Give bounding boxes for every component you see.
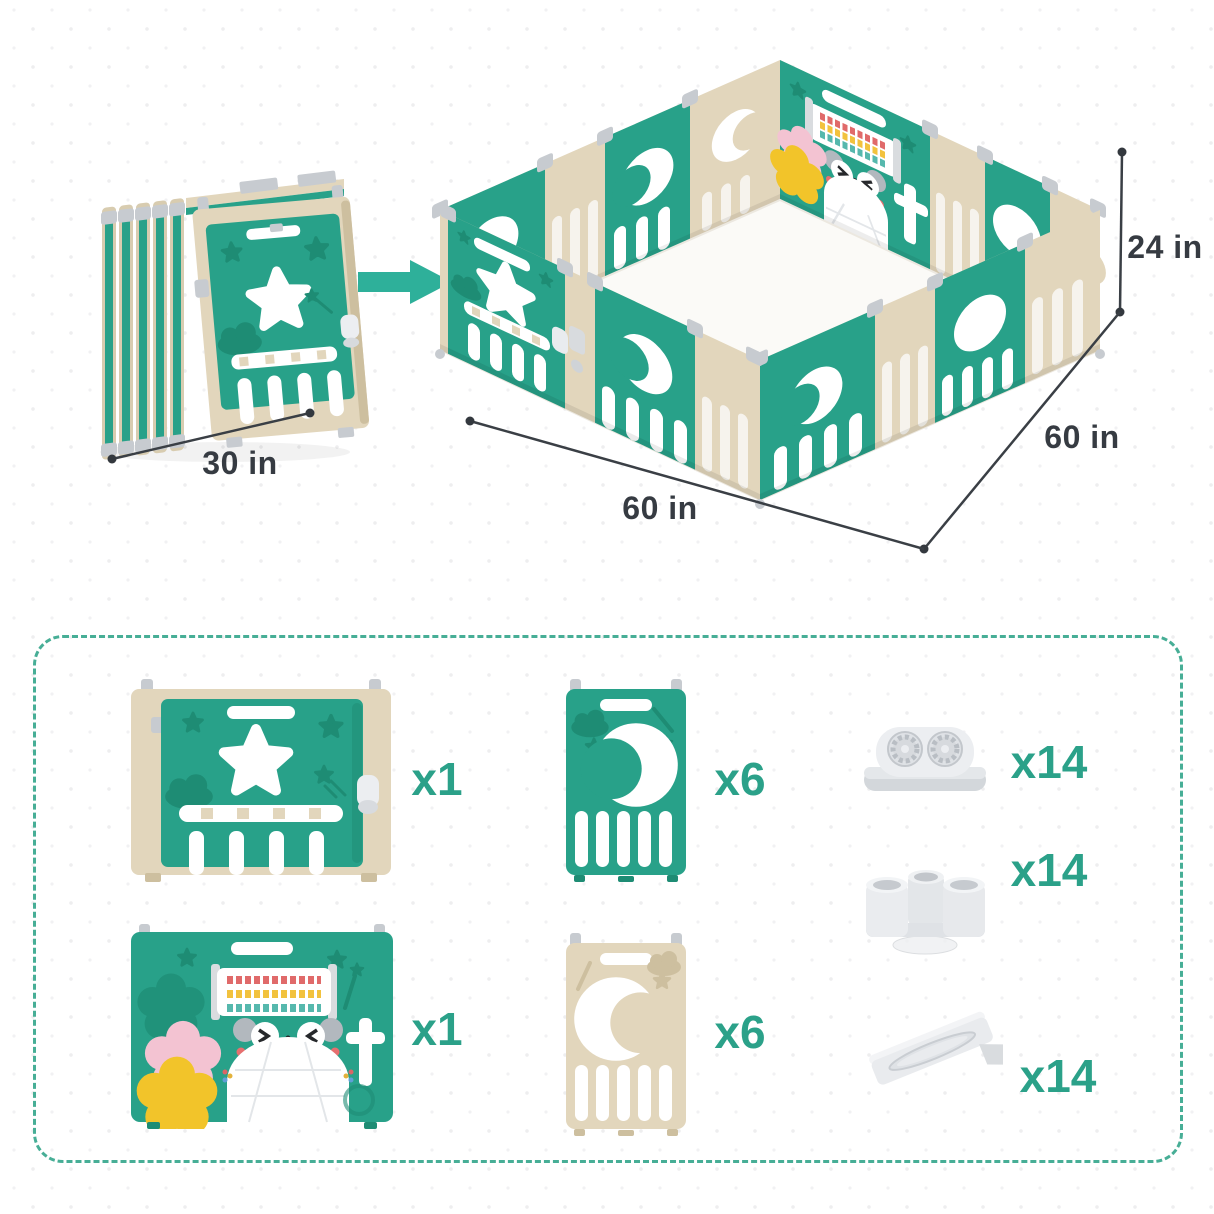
activity-panel-illustration [131, 924, 393, 1135]
assembled-playpen-illustration [432, 60, 1106, 509]
dimension-lines [107, 147, 1127, 554]
beige-moon-panel-illustration [560, 933, 692, 1143]
foot-base-count: x14 [1010, 736, 1088, 788]
door-panel-count: x1 [411, 753, 463, 805]
green-moon-panel-count: x6 [714, 753, 766, 805]
assembled-front-label: 60 in [622, 490, 697, 526]
assembled-side-label: 60 in [1044, 419, 1119, 455]
folded-playpen-illustration [100, 170, 370, 462]
assembled-height-label: 24 in [1127, 229, 1202, 265]
playpen-scene-illustration: 30 in 24 in 60 in 60 in [100, 60, 1202, 554]
arrow-icon [358, 260, 452, 304]
activity-panel-count: x1 [411, 1003, 463, 1055]
folded-width-label: 30 in [202, 445, 277, 481]
green-moon-panel-illustration [560, 679, 692, 889]
tube-connector-count: x14 [1010, 844, 1088, 896]
door-panel-illustration [131, 679, 391, 889]
wall-bracket-count: x14 [1019, 1050, 1097, 1102]
tube-connector-illustration [858, 865, 993, 960]
parts-list-box: x1 x6 [33, 635, 1183, 1163]
wall-bracket-illustration [863, 998, 1014, 1113]
foot-base-illustration [860, 715, 990, 800]
beige-moon-panel-count: x6 [714, 1006, 766, 1058]
